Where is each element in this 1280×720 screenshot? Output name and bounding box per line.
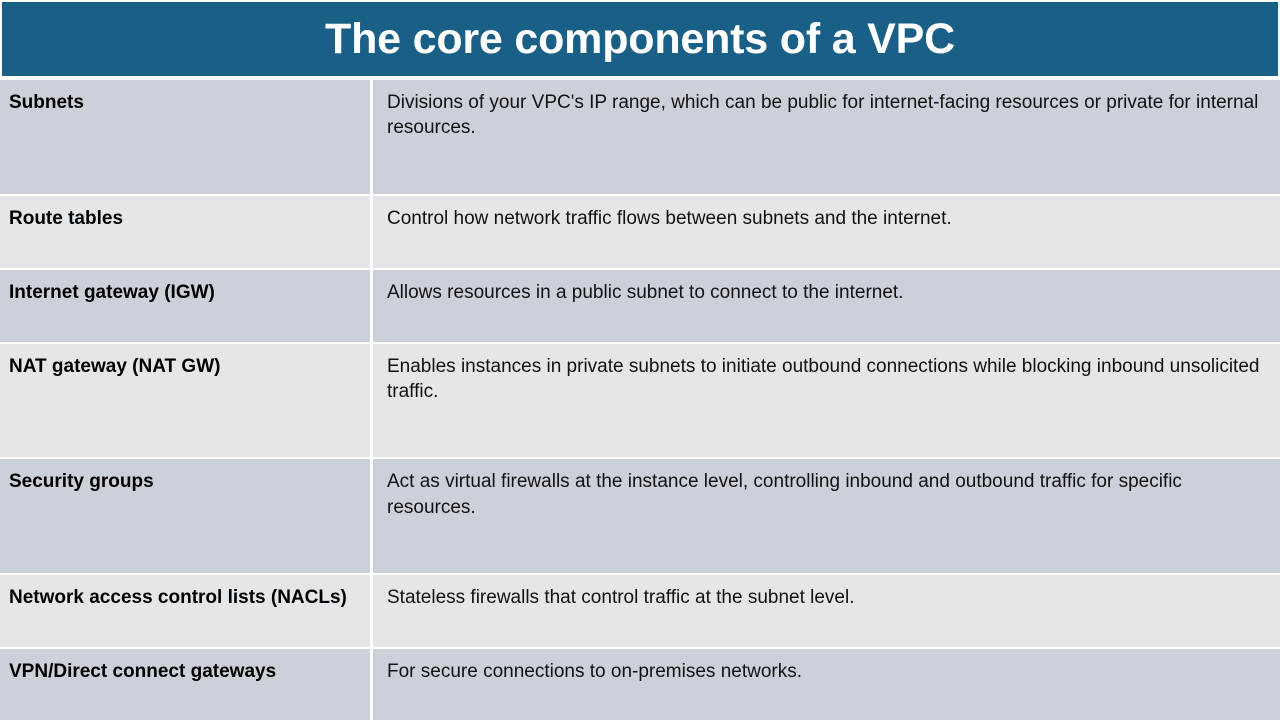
component-description-cell: Stateless firewalls that control traffic… <box>373 574 1280 650</box>
component-description-cell: For secure connections to on-premises ne… <box>373 649 1280 720</box>
component-term-cell: Internet gateway (IGW) <box>0 269 373 344</box>
component-description-cell: Act as virtual firewalls at the instance… <box>373 459 1280 575</box>
component-term-cell: VPN/Direct connect gateways <box>0 649 373 720</box>
table-row: Internet gateway (IGW)Allows resources i… <box>0 269 1280 344</box>
table-row: Network access control lists (NACLs)Stat… <box>0 574 1280 650</box>
table-row: NAT gateway (NAT GW)Enables instances in… <box>0 343 1280 460</box>
component-term-cell: Security groups <box>0 459 373 575</box>
component-description-cell: Divisions of your VPC's IP range, which … <box>373 80 1280 196</box>
component-description-cell: Allows resources in a public subnet to c… <box>373 269 1280 344</box>
page-title: The core components of a VPC <box>325 14 955 63</box>
component-term-cell: Subnets <box>0 80 373 196</box>
component-term-cell: Route tables <box>0 195 373 270</box>
component-description-cell: Control how network traffic flows betwee… <box>373 195 1280 270</box>
component-term-cell: Network access control lists (NACLs) <box>0 574 373 650</box>
title-banner: The core components of a VPC <box>2 2 1278 76</box>
component-term-cell: NAT gateway (NAT GW) <box>0 343 373 460</box>
component-description-cell: Enables instances in private subnets to … <box>373 343 1280 460</box>
